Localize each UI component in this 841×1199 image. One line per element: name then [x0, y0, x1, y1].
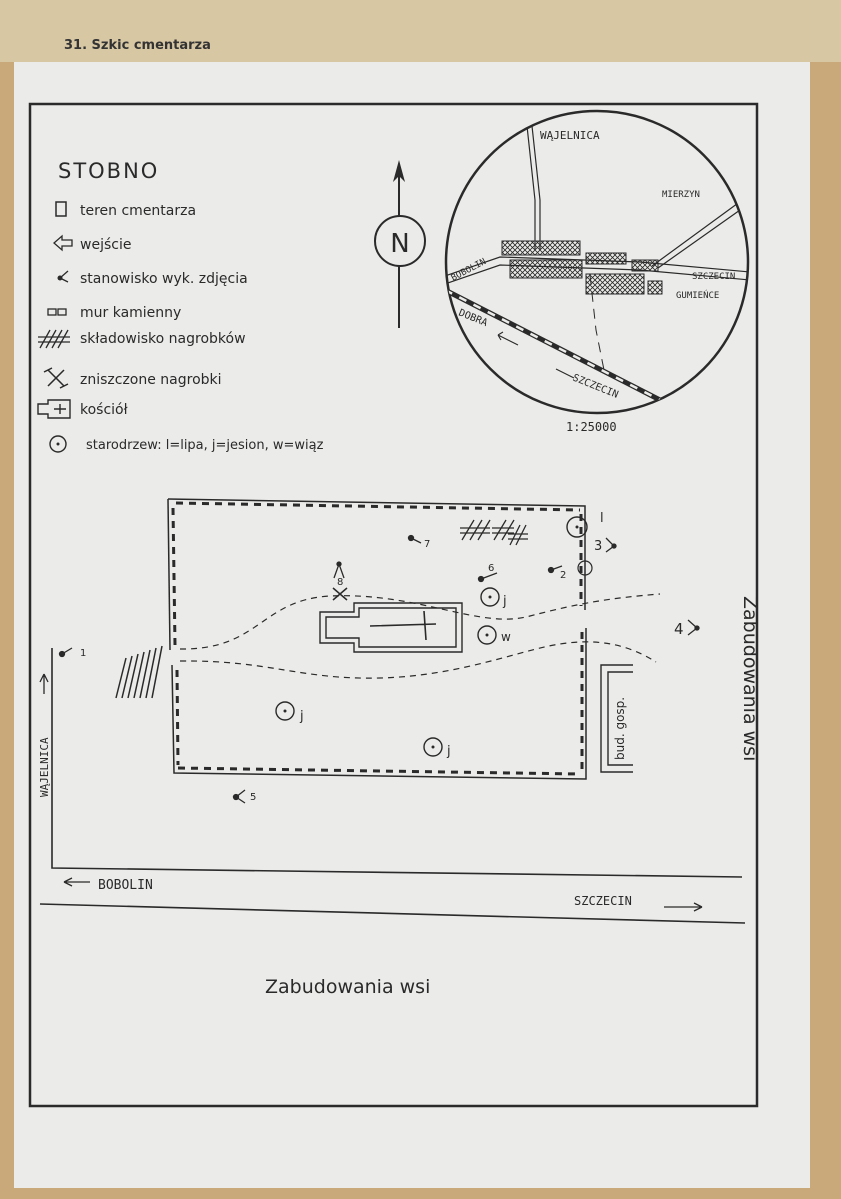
inset-label-szczecin-road: SZCZECIN: [692, 272, 735, 282]
photo-point-7: 7: [407, 534, 430, 550]
tree-2-label: j: [502, 594, 507, 609]
map-title: STOBNO: [58, 159, 159, 183]
church-icon: [37, 399, 71, 419]
photo-point-3: 3: [594, 537, 617, 554]
inset-label-bobolin: BOBOLIN: [450, 257, 488, 284]
north-arrow: N: [374, 160, 426, 328]
tree-4: j: [275, 701, 304, 724]
farm-building: [600, 664, 633, 773]
road-wajelnica: WĄJELNICA: [38, 648, 743, 878]
tree-1: l: [566, 511, 604, 538]
tree-4-label: j: [299, 709, 304, 724]
legend-label-destroyed: zniszczone nagrobki: [80, 372, 222, 388]
inset-arrow-szczecin: [555, 368, 575, 379]
page-header: 31. Szkic cmentarza: [64, 38, 211, 53]
inset-label-gumience: GUMIEŃCE: [676, 289, 719, 301]
photo-position-icon: [57, 270, 69, 283]
village-label-east: Zabudowania wsi: [739, 596, 761, 761]
entrance-arrow-icon: [53, 234, 73, 252]
photo-point-5: 5: [232, 789, 256, 804]
north-label: N: [390, 229, 409, 259]
inset-circle: [444, 109, 750, 415]
inset-scale: 1:25000: [566, 420, 617, 434]
legend-label-photo: stanowisko wyk. zdjęcia: [80, 271, 248, 287]
arrow-east-icon: [664, 902, 703, 912]
road-label-szczecin: SZCZECIN: [574, 894, 632, 908]
legend-label-cemetery: teren cmentarza: [80, 203, 196, 219]
cemetery-wall-north-east: [167, 498, 586, 610]
inset-label-mierzyn: MIERZYN: [662, 190, 700, 200]
village-label-south: Zabudowania wsi: [265, 976, 430, 998]
cemetery-wall-west-upper: [167, 498, 171, 651]
photo-point-2-label: 2: [560, 570, 566, 581]
inset-map: WĄJELNICA MIERZYN BOBOLIN SZCZECIN GUMIE…: [444, 109, 750, 434]
photo-point-5-label: 5: [250, 792, 256, 803]
west-entrance-hatching: [115, 645, 163, 699]
cemetery-wall-south: [171, 628, 587, 780]
church: [319, 602, 463, 653]
old-tree-icon: [49, 435, 67, 453]
map-frame: [28, 102, 759, 1108]
destroyed-tombstone-icon: [43, 367, 69, 389]
tree-1-label: l: [600, 511, 604, 526]
photo-point-1-label: 1: [80, 648, 86, 659]
path-south: [179, 641, 657, 679]
stone-wall-south: [177, 766, 581, 776]
tree-3: w: [477, 625, 511, 645]
destroyed-tombstone: [332, 587, 348, 601]
small-tree: [577, 560, 593, 576]
farm-building-label: bud. gosp.: [613, 697, 627, 760]
tree-5-label: j: [446, 744, 451, 759]
photo-point-3-label: 3: [594, 539, 602, 554]
tombstone-storage: [460, 519, 528, 546]
path-north: [179, 593, 661, 650]
stone-wall-west-upper: [171, 507, 177, 646]
stone-wall-west-lower: [175, 669, 180, 766]
page-top-strip: [0, 0, 841, 62]
road-label-wajelnica: WĄJELNICA: [38, 737, 51, 797]
tree-5: j: [423, 737, 451, 759]
legend-label-entrance: wejście: [80, 237, 131, 253]
photo-point-6: 6: [477, 563, 498, 583]
stone-wall-north: [175, 501, 581, 512]
tree-2: j: [480, 587, 507, 609]
legend-label-church: kościół: [80, 402, 128, 418]
tombstone-storage-icon: [38, 329, 70, 349]
photo-point-4: 4: [674, 619, 700, 638]
photo-point-7-label: 7: [424, 539, 430, 550]
legend-label-wall: mur kamienny: [80, 305, 181, 321]
photo-point-8-label: 8: [337, 577, 343, 588]
rect-outline-icon: [55, 201, 67, 217]
photo-point-2: 2: [547, 565, 566, 581]
tree-3-label: w: [501, 630, 511, 644]
legend-label-storage: składowisko nagrobków: [80, 331, 246, 347]
cemetery: bud. gosp.: [115, 498, 661, 780]
road-south-edge: [39, 903, 746, 924]
legend: teren cmentarza wejście stanowisko wyk. …: [37, 201, 324, 453]
photo-point-8: 8: [333, 561, 345, 588]
photo-point-4-label: 4: [674, 620, 684, 638]
sheet-right-edge: [810, 62, 841, 1199]
stone-wall-icon: [47, 308, 67, 316]
inset-arrow-dobra: [497, 331, 519, 346]
road-label-bobolin: BOBOLIN: [98, 878, 153, 893]
photo-point-1: 1: [58, 647, 86, 659]
legend-label-trees: starodrzew: l=lipa, j=jesion, w=wiąz: [86, 438, 324, 453]
photo-point-6-label: 6: [488, 563, 494, 574]
inset-label-wajelnica: WĄJELNICA: [540, 129, 600, 142]
arrow-west-icon: [63, 877, 90, 887]
arrow-north-icon: [39, 673, 49, 694]
